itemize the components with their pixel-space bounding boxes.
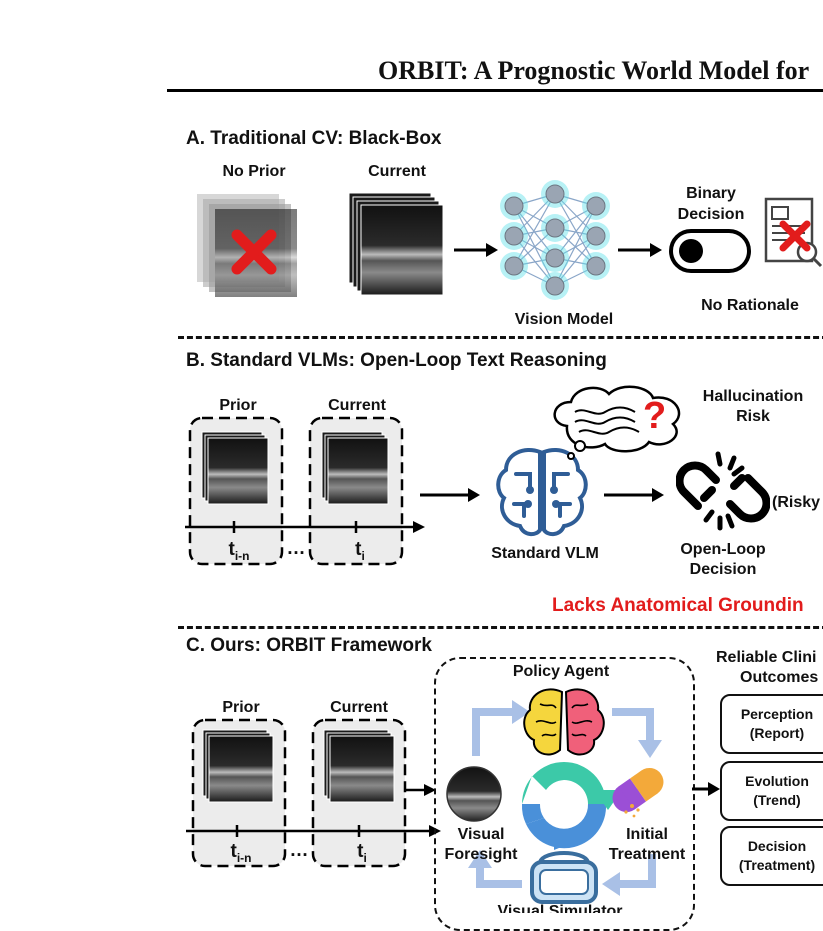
prior-scan-stack-c [202,729,274,803]
network-node [504,256,524,276]
outcome-evolution-box: Evolution (Trend) [720,761,823,821]
no-rationale-label: No Rationale [701,297,799,314]
vr-goggles-icon [530,851,598,904]
prior-label-c: Prior [222,699,260,716]
orbit-loop-graphic [446,688,664,904]
ellipsis-c: … [289,840,309,861]
current-scan-stack-a [348,192,444,296]
prior-label-b: Prior [219,397,257,414]
time-label-cur-c: ti [357,841,367,865]
arrow-to-decision [618,243,662,257]
standard-vlm-label: Standard VLM [491,545,599,562]
network-node [586,226,606,246]
time-label-prev-c: ti-n [230,841,252,865]
vision-model-label: Vision Model [514,311,614,328]
outcome-perception-box: Perception (Report) [720,694,823,754]
visual-foresight-scan-icon [446,766,502,822]
network-node [504,196,524,216]
paper-title: ORBIT: A Prognostic World Model for [378,56,810,85]
network-node [545,276,565,296]
hallucination-cloud-icon: ? [553,385,681,460]
network-node [545,248,565,268]
reliable-outcomes-label-2: Outcomes [740,669,819,686]
visual-simulator-label: Visual Simulator [497,903,623,913]
visual-foresight-label-2: Foresight [444,846,518,863]
arrow-to-open-loop [604,488,664,502]
initial-treatment-label-1: Initial [626,826,668,843]
policy-agent-label: Policy Agent [512,663,610,680]
no-prior-scan-stack [197,194,297,297]
title-rule [167,89,823,92]
network-node [545,184,565,204]
svg-text:?: ? [643,395,666,437]
current-label-b: Current [328,397,386,414]
initial-treatment-label-2: Treatment [608,846,686,863]
network-node [586,256,606,276]
divider-a-b [178,336,823,339]
ellipsis-b: … [286,538,306,559]
time-label-cur-b: ti [355,539,365,563]
hallucination-label-2: Risk [736,408,770,425]
outcome-perception-sub: (Report) [749,725,805,741]
cycle-icon [521,762,622,850]
brain-circuit-icon [496,448,588,537]
vision-model-network-icon [500,180,610,300]
binary-label-1: Binary [686,185,736,202]
section-b-heading: B. Standard VLMs: Open-Loop Text Reasoni… [186,350,607,371]
divider-b-c [178,626,823,629]
binary-label-2: Decision [677,206,745,223]
timeline-c [186,718,441,868]
policy-brain-icon [523,688,605,756]
current-scan-stack-c [323,729,395,803]
current-label-a: Current [368,163,426,180]
network-node [504,226,524,246]
treatment-pill-icon [612,767,664,813]
binary-toggle-icon [669,229,751,273]
broken-link-icon [676,451,770,531]
outcome-evolution-sub: (Trend) [753,792,801,808]
red-x-icon [231,229,277,275]
arrow-to-vision-model [454,243,498,257]
rejected-report-icon [764,197,823,268]
outcome-evolution-title: Evolution [745,773,809,789]
arrow-to-outcomes [692,782,720,796]
arrow-to-vlm [420,488,480,502]
time-label-prev-b: ti-n [228,539,250,563]
open-loop-label-1: Open-Loop [680,541,766,558]
no-prior-label: No Prior [222,163,286,180]
lacks-grounding-label: Lacks Anatomical Groundin [552,595,804,616]
current-label-c: Current [330,699,388,716]
outcome-decision-box: Decision (Treatment) [720,826,823,886]
current-scan-stack-b [321,431,389,505]
timeline-b [185,416,425,566]
section-c-heading: C. Ours: ORBIT Framework [186,635,432,656]
network-node [586,196,606,216]
outcome-perception-title: Perception [740,706,814,722]
section-a-heading: A. Traditional CV: Black-Box [186,128,442,149]
outcome-decision-sub: (Treatment) [738,857,816,873]
outcome-decision-title: Decision [747,838,807,854]
risky-label: (Risky [772,494,821,511]
reliable-outcomes-label-1: Reliable Clini [716,649,817,666]
hallucination-label-1: Hallucination [702,388,804,405]
open-loop-label-2: Decision [689,561,757,578]
prior-scan-stack-b [201,431,269,505]
visual-foresight-label-1: Visual [457,826,505,843]
network-node [545,218,565,238]
